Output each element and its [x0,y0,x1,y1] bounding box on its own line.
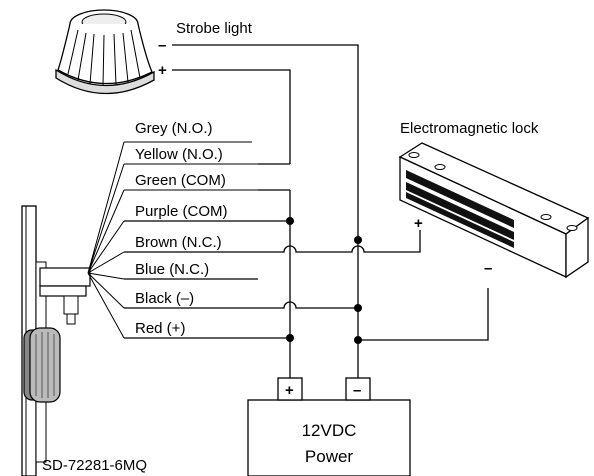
strobe-plus-sign: + [158,62,167,79]
lock-label: Electromagnetic lock [400,120,539,137]
wire-label-red: Red (+) [135,320,185,337]
power-label-name: Power [305,447,354,466]
strobe-light-icon [55,9,155,95]
exit-device-panel [21,205,91,476]
device-model-label: SD-72281-6MQ [42,457,147,474]
power-minus-terminal [345,377,371,401]
power-minus-sign: – [353,382,361,399]
lock-plus-sign: + [414,215,423,232]
power-plus-sign: + [285,382,294,399]
strobe-light-label: Strobe light [176,20,253,37]
wire-label-black: Black (–) [135,290,194,307]
lock-minus-wire [358,288,489,341]
wire-label-purple: Purple (COM) [135,203,228,220]
power-plus-terminal [277,377,303,401]
lock-minus-sign: – [484,260,492,277]
wire-fan [87,141,258,339]
strobe-plus-wire [172,69,291,164]
wire-brown [124,230,421,253]
electromagnetic-lock-icon [398,142,590,279]
power-label-voltage: 12VDC [302,421,357,440]
wire-label-yellow: Yellow (N.O.) [135,146,223,163]
strobe-minus-wire [172,44,359,378]
junction-dots [286,217,362,344]
power-supply [247,377,411,476]
strobe-minus-sign: – [158,37,166,54]
wire-label-green: Green (COM) [135,172,226,189]
wire-label-grey: Grey (N.O.) [135,120,213,137]
wire-label-blue: Blue (N.C.) [135,261,209,278]
wire-label-brown: Brown (N.C.) [135,234,222,251]
